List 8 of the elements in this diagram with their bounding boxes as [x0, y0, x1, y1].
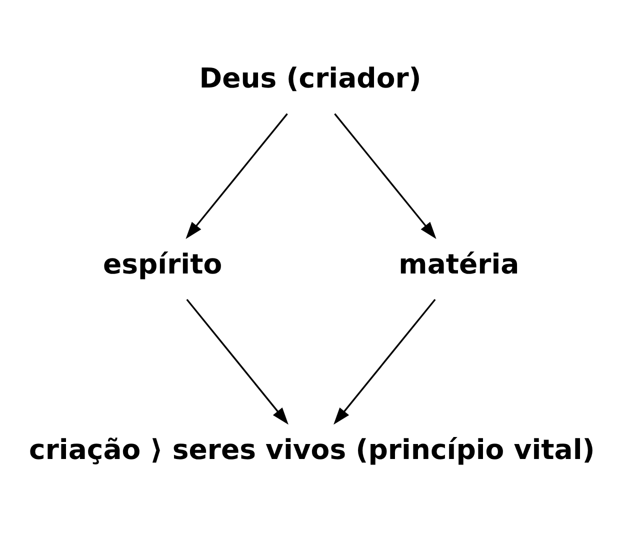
node-text: criação ⟩ seres vivos (princípio vital): [29, 433, 595, 466]
node-text: espírito: [102, 248, 222, 280]
arrow: [186, 112, 288, 238]
arrow: [334, 112, 436, 238]
node-text: matéria: [398, 248, 520, 280]
arrow: [334, 298, 436, 424]
node-text: Deus (criador): [199, 62, 422, 94]
arrow: [186, 298, 288, 424]
